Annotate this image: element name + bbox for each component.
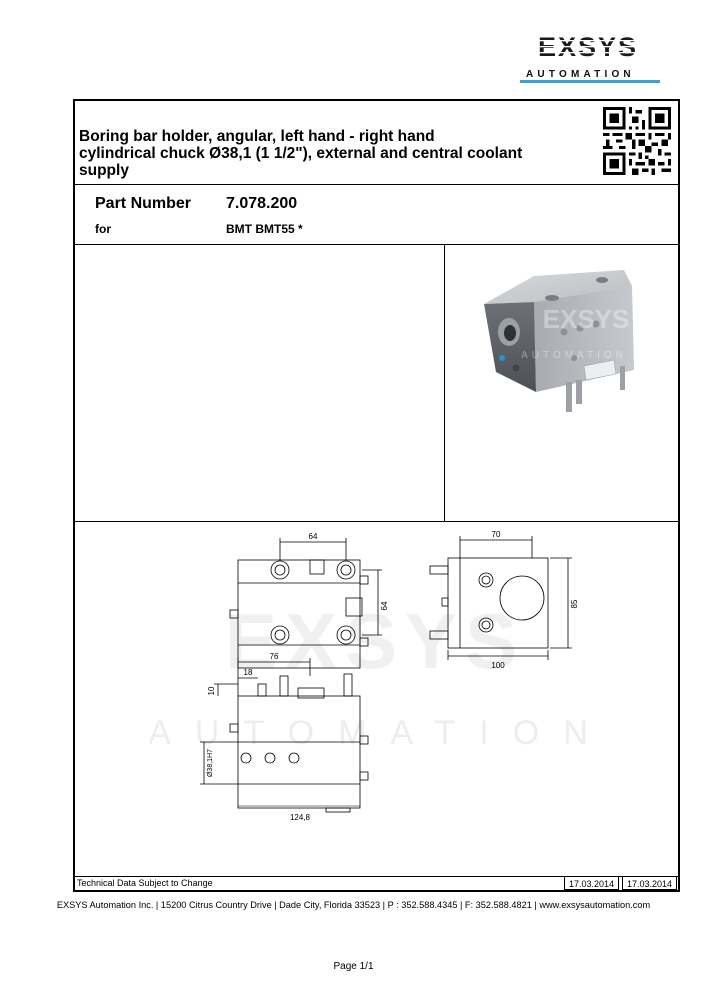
photo-watermark-sub: AUTOMATION bbox=[521, 350, 627, 361]
divider-footer bbox=[74, 876, 679, 877]
drawing-watermark-sub: AUTOMATION bbox=[150, 714, 600, 752]
technical-drawing: EXSYS AUTOMATION bbox=[150, 530, 600, 822]
dim-side-base: 100 bbox=[491, 661, 505, 670]
dim-front-width: 76 bbox=[270, 652, 279, 661]
dim-front-total: 124,8 bbox=[290, 813, 311, 822]
title-line-1: Boring bar holder, angular, left hand - … bbox=[79, 128, 435, 145]
photo-watermark: EXSYS bbox=[543, 304, 630, 334]
datasheet-frame bbox=[73, 99, 680, 892]
logo-stripes bbox=[515, 40, 661, 54]
dim-side-width: 70 bbox=[492, 530, 501, 539]
divider-part bbox=[74, 244, 679, 245]
part-number-value: 7.078.200 bbox=[226, 195, 298, 212]
logo-mark: EXSYS bbox=[515, 34, 661, 82]
part-number-label: Part Number bbox=[95, 195, 192, 212]
dim-front-step: 10 bbox=[207, 686, 216, 695]
drawing-watermark: EXSYS bbox=[225, 597, 525, 685]
divider-header bbox=[74, 184, 679, 185]
logo-accent-bar bbox=[520, 80, 660, 83]
page-number: Page 1/1 bbox=[333, 961, 374, 972]
date-modified: 17.03.2014 bbox=[622, 876, 678, 890]
divider-images bbox=[74, 521, 679, 522]
product-render-image: EXSYS AUTOMATION bbox=[484, 270, 634, 412]
dim-top-height: 64 bbox=[380, 601, 389, 610]
dim-side-height: 85 bbox=[570, 599, 579, 608]
dim-front-bore: Ø38,1H7 bbox=[207, 749, 214, 777]
divider-vertical bbox=[444, 245, 445, 521]
dim-top-width: 64 bbox=[309, 532, 318, 541]
for-label: for bbox=[95, 222, 111, 236]
title-line-2: cylindrical chuck Ø38,1 (1 1/2"), extern… bbox=[79, 145, 523, 162]
qr-code-icon[interactable] bbox=[603, 107, 671, 175]
logo-subtitle: AUTOMATION bbox=[526, 69, 635, 80]
date-created: 17.03.2014 bbox=[564, 876, 620, 890]
disclaimer-text: Technical Data Subject to Change bbox=[77, 878, 213, 888]
product-title: Boring bar holder, angular, left hand - … bbox=[79, 128, 579, 179]
for-value: BMT BMT55 * bbox=[226, 222, 303, 236]
dim-front-offset: 18 bbox=[244, 668, 253, 677]
title-line-3: supply bbox=[79, 162, 129, 179]
company-address: EXSYS Automation Inc. | 15200 Citrus Cou… bbox=[56, 900, 651, 910]
